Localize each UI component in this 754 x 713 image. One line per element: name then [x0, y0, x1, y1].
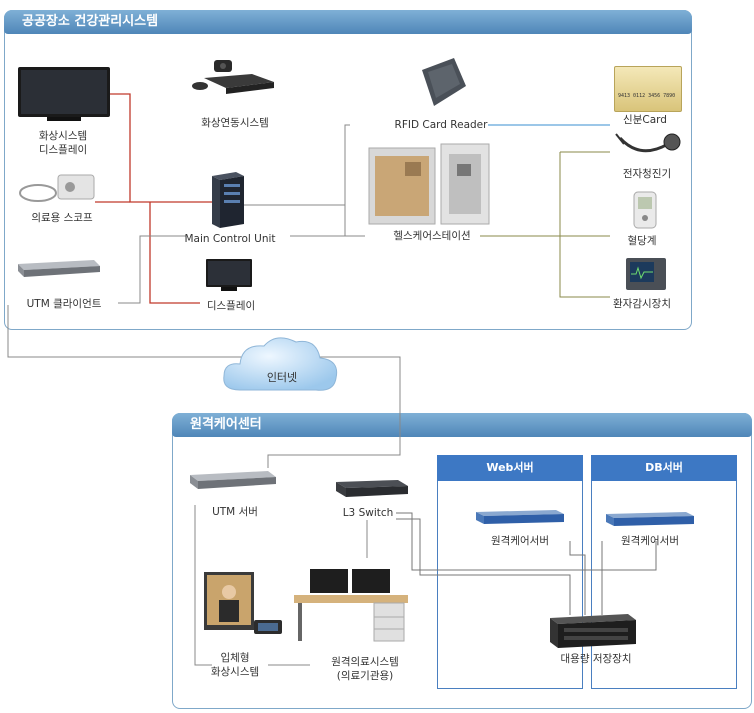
- patient-monitor-label: 환자감시장치: [613, 298, 671, 310]
- db-server-rack-icon: [606, 512, 694, 526]
- station-label: 헬스케어스테이션: [393, 230, 471, 242]
- rfid-label: RFID Card Reader: [394, 119, 488, 131]
- health-station-icon: [368, 143, 490, 225]
- id-card-label: 신분Card: [623, 114, 667, 126]
- web-server-rack-icon: [476, 510, 564, 524]
- utm-server-icon: [190, 471, 276, 489]
- internet-cloud-icon: [223, 337, 338, 391]
- stethoscope-icon: [615, 133, 681, 153]
- rfid-reader-icon: [422, 58, 466, 106]
- mcu-server-icon: [212, 172, 244, 228]
- storage-icon: [550, 614, 636, 648]
- bottom-panel-header: 원격케어센터: [172, 413, 752, 437]
- web-server-box-header: Web서버: [437, 455, 583, 481]
- display1-label: 화상시스템 디스플레이: [38, 130, 88, 156]
- id-card-icon: 9413 0112 3456 7890: [614, 66, 682, 112]
- tv-display-icon: [18, 67, 110, 121]
- utm-client-icon: [18, 260, 100, 277]
- telepresence-label: 입체형 화상시스템: [210, 652, 260, 678]
- web-server-box: [437, 455, 583, 689]
- mcu-label: Main Control Unit: [184, 233, 276, 245]
- top-panel: [4, 10, 692, 330]
- remote-medical-label: 원격의료시스템 (의료기관용): [331, 656, 399, 682]
- utm-client-label: UTM 클라이언트: [26, 298, 102, 310]
- top-panel-header: 공공장소 건강관리시스템: [4, 10, 692, 34]
- video-conference-label: 화상연동시스템: [201, 117, 269, 129]
- storage-label: 대용량 저장장치: [560, 653, 632, 665]
- l3-switch-icon: [336, 480, 408, 497]
- internet-label: 인터넷: [266, 371, 298, 384]
- stethoscope-label: 전자청진기: [622, 168, 672, 180]
- scope-icon: [19, 174, 95, 202]
- db-server-box-header: DB서버: [591, 455, 737, 481]
- card-number-text: 9413 0112 3456 7890: [618, 93, 676, 99]
- scope-label: 의료용 스코프: [31, 212, 93, 224]
- web-remote-server-label: 원격케어서버: [491, 535, 549, 547]
- l3-switch-label: L3 Switch: [342, 507, 394, 519]
- small-display-icon: [206, 259, 252, 291]
- medical-workstation-icon: [294, 569, 408, 642]
- telepresence-icon: [204, 572, 282, 634]
- display2-label: 디스플레이: [206, 300, 256, 312]
- utm-server-label: UTM 서버: [212, 506, 258, 518]
- patient-monitor-icon: [626, 258, 666, 290]
- glucometer-icon: [633, 191, 657, 229]
- db-remote-server-label: 원격케어서버: [621, 535, 679, 547]
- video-conference-icon: [192, 60, 274, 94]
- db-server-box: [591, 455, 737, 689]
- glucometer-label: 혈당계: [627, 235, 657, 247]
